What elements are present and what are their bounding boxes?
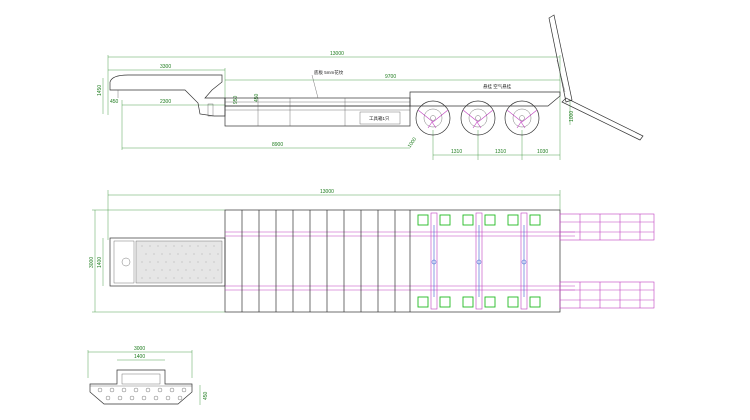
dim-top-overall-width: 3000	[89, 257, 95, 268]
note-floor: 底板 5mm花纹	[314, 69, 344, 76]
dim-ramp-height: 1000	[569, 111, 575, 122]
suspension-side	[417, 109, 538, 129]
ramp-upright	[548, 14, 573, 103]
dim-tire-diameter: 1000	[407, 136, 418, 149]
dim-front-to-leg: 2300	[160, 99, 171, 105]
gooseneck	[109, 74, 226, 117]
dim-rear-overhang: 1030	[537, 149, 548, 155]
deck-top	[224, 209, 561, 313]
dim-end-height: 450	[203, 391, 209, 400]
checker-plate	[135, 240, 223, 284]
longitudinal-beams	[225, 231, 575, 291]
dim-height-left: 1450	[97, 85, 103, 96]
dim-overall-length: 13000	[330, 51, 344, 57]
dim-wheelbase-ref: 8900	[272, 142, 283, 148]
dim-axle-spacing-1: 1310	[451, 149, 462, 155]
rear-frame	[409, 91, 561, 107]
top-view: 13000 3000 1400	[89, 189, 655, 313]
cross-members	[241, 210, 411, 312]
wheels	[415, 100, 540, 136]
end-view-holes	[97, 387, 187, 401]
dim-top-gooseneck-width: 1400	[97, 257, 103, 268]
side-view: 13000 3300 9700 450 2300 8900 1310 1310 …	[97, 14, 644, 160]
axles-top	[417, 212, 541, 310]
dim-deck-length: 9700	[385, 74, 396, 80]
dim-kingpin-offset: 450	[110, 99, 119, 105]
dim-end-inner-width: 1400	[134, 354, 145, 360]
ramps-top	[559, 213, 655, 309]
dim-gooseneck-height: 950	[233, 95, 239, 104]
dim-top-overall-length: 13000	[320, 189, 334, 195]
dim-end-overall-width: 3000	[134, 346, 145, 352]
end-view-outline	[89, 369, 193, 405]
ramp-lowered	[561, 97, 644, 141]
dim-gooseneck-length: 3300	[160, 64, 171, 70]
end-view: 3000 1400 450	[87, 346, 209, 405]
note-suspension: 悬挂 空气悬挂	[483, 83, 512, 89]
note-toolbox: 工具箱1只	[369, 115, 390, 122]
dim-axle-spacing-2: 1310	[495, 149, 506, 155]
